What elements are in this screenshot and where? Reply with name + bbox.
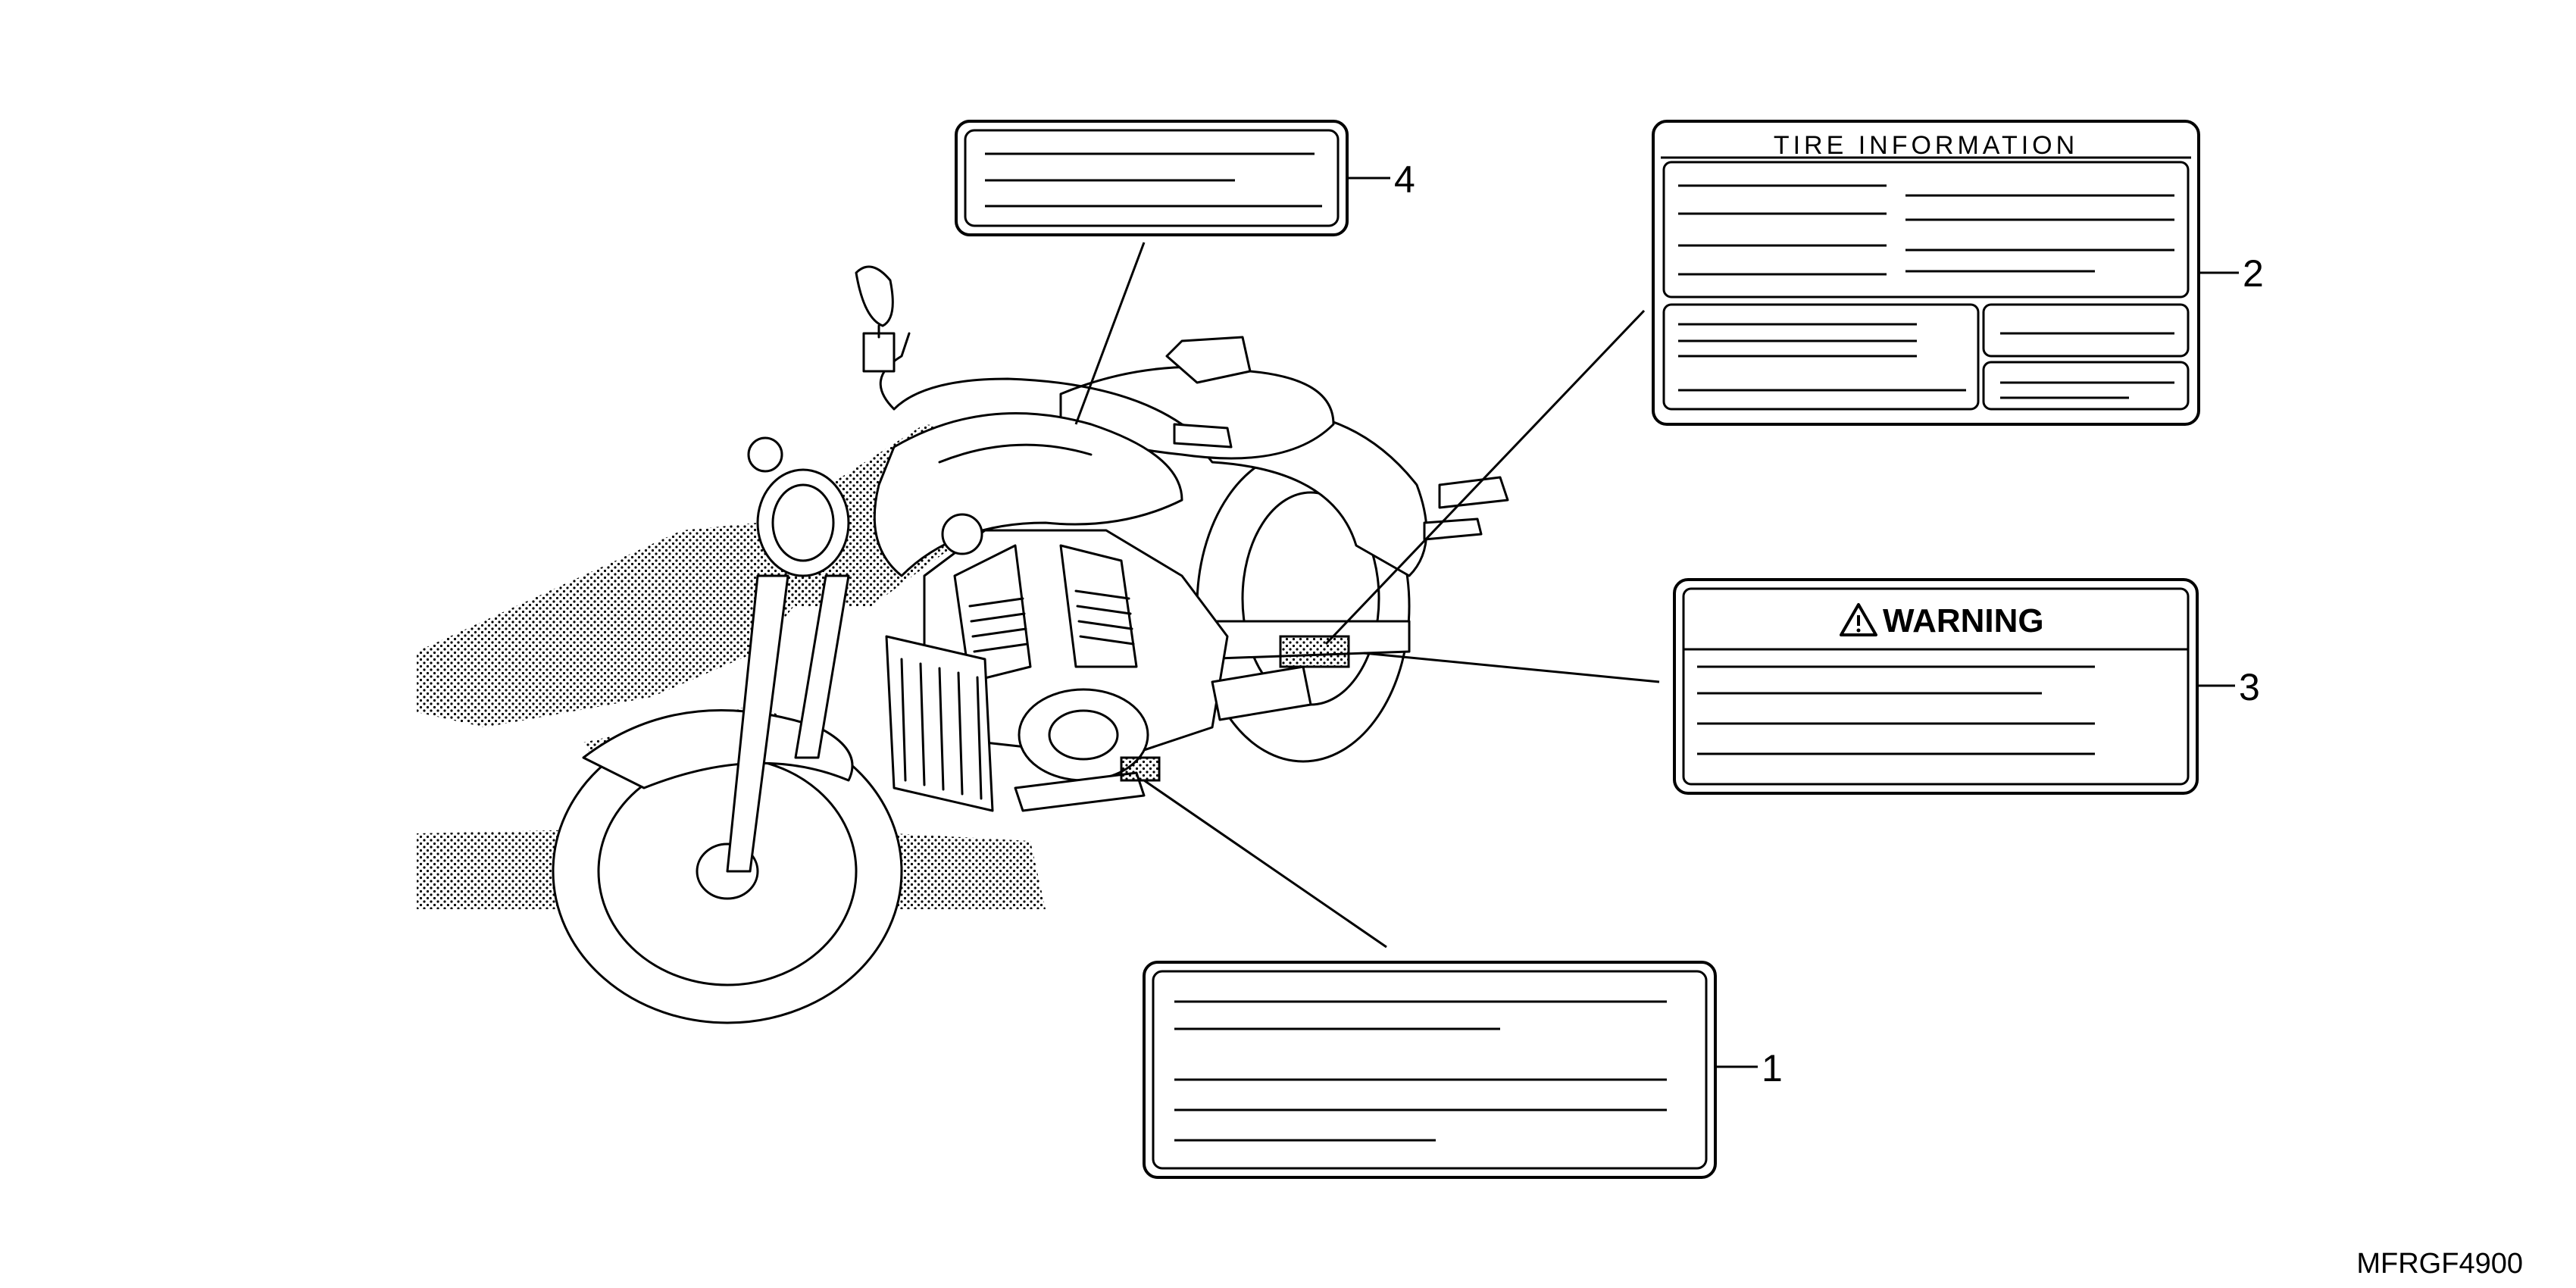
leader-lines [1074, 242, 1660, 949]
front-fork-left [726, 574, 789, 873]
rear-seat-pad [1165, 336, 1252, 384]
exhaust [1211, 665, 1312, 721]
callout-number-1: 1 [1762, 1047, 1783, 1089]
handlebar [893, 377, 1214, 437]
leader-1 [1143, 779, 1387, 949]
leader-3 [1363, 652, 1660, 683]
label-2-tire-information: TIRE INFORMATION 2 [1652, 120, 2264, 426]
rear-turn-signal-2 [1423, 517, 1483, 541]
mirror-mount [862, 332, 896, 373]
engine-fins [968, 589, 1135, 653]
front-fork-right [794, 574, 850, 759]
front-turn-signal-right [941, 513, 983, 555]
mirror [855, 265, 894, 327]
footpeg [1014, 771, 1146, 812]
radiator [885, 635, 994, 812]
front-turn-signal-left [747, 436, 783, 473]
front-fender [582, 709, 854, 789]
tire-label-title: TIRE INFORMATION [1774, 131, 2078, 160]
leader-4 [1074, 242, 1146, 425]
handlebar-grip [1173, 423, 1233, 449]
warning-triangle-icon [1840, 603, 1877, 636]
frame-label-location [1120, 756, 1161, 782]
rear-turn-signal [1438, 476, 1509, 509]
callout-number-2: 2 [2243, 252, 2264, 295]
label-3-warning: WARNING 3 [1673, 578, 2260, 795]
leader-2 [1324, 309, 1646, 646]
diagram-code: MFRGF4900 [2356, 1248, 2523, 1280]
motorcycle-illustration [417, 265, 1509, 1024]
label-4: 4 [955, 120, 1415, 236]
tire-label-location [1279, 635, 1350, 668]
stipple-shadow-upper [417, 523, 818, 727]
label-1: 1 [1143, 961, 1783, 1179]
callout-number-4: 4 [1394, 158, 1415, 201]
callout-number-3: 3 [2239, 666, 2260, 708]
warning-label-title: WARNING [1883, 602, 2044, 639]
